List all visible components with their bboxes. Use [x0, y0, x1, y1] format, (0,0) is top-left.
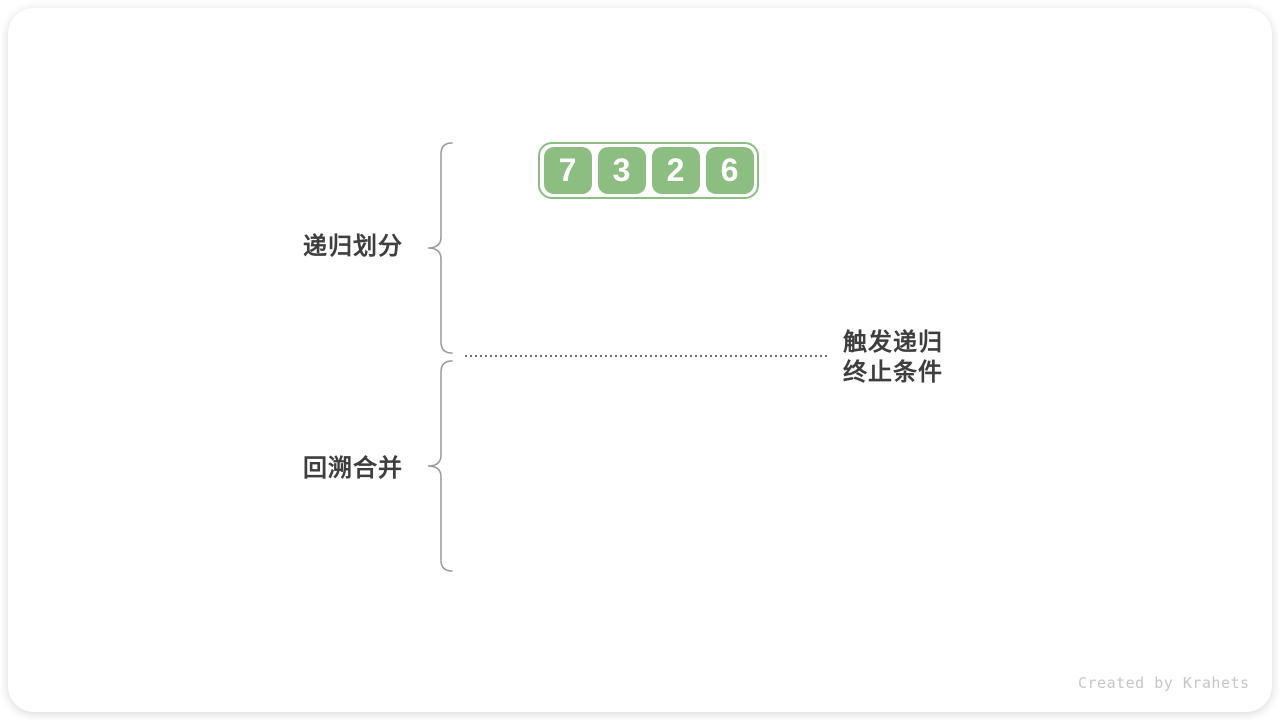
termination-label-line1: 触发递归 — [843, 329, 943, 356]
label-backtrack-merge: 回溯合并 — [303, 455, 403, 482]
label-recursive-divide: 递归划分 — [303, 233, 403, 260]
termination-label-line2: 终止条件 — [843, 359, 943, 386]
diagram-card — [8, 8, 1272, 712]
termination-label: 触发递归 终止条件 — [843, 328, 943, 388]
array-container: 7 3 2 6 — [538, 142, 759, 199]
array-cell: 6 — [705, 147, 754, 194]
array-cell: 3 — [597, 147, 646, 194]
brace-divide-icon — [427, 142, 453, 354]
termination-dotted-line — [465, 355, 829, 357]
array-cell: 2 — [651, 147, 700, 194]
brace-merge-icon — [427, 360, 453, 572]
array-cell: 7 — [543, 147, 592, 194]
watermark: Created by Krahets — [1078, 674, 1250, 692]
